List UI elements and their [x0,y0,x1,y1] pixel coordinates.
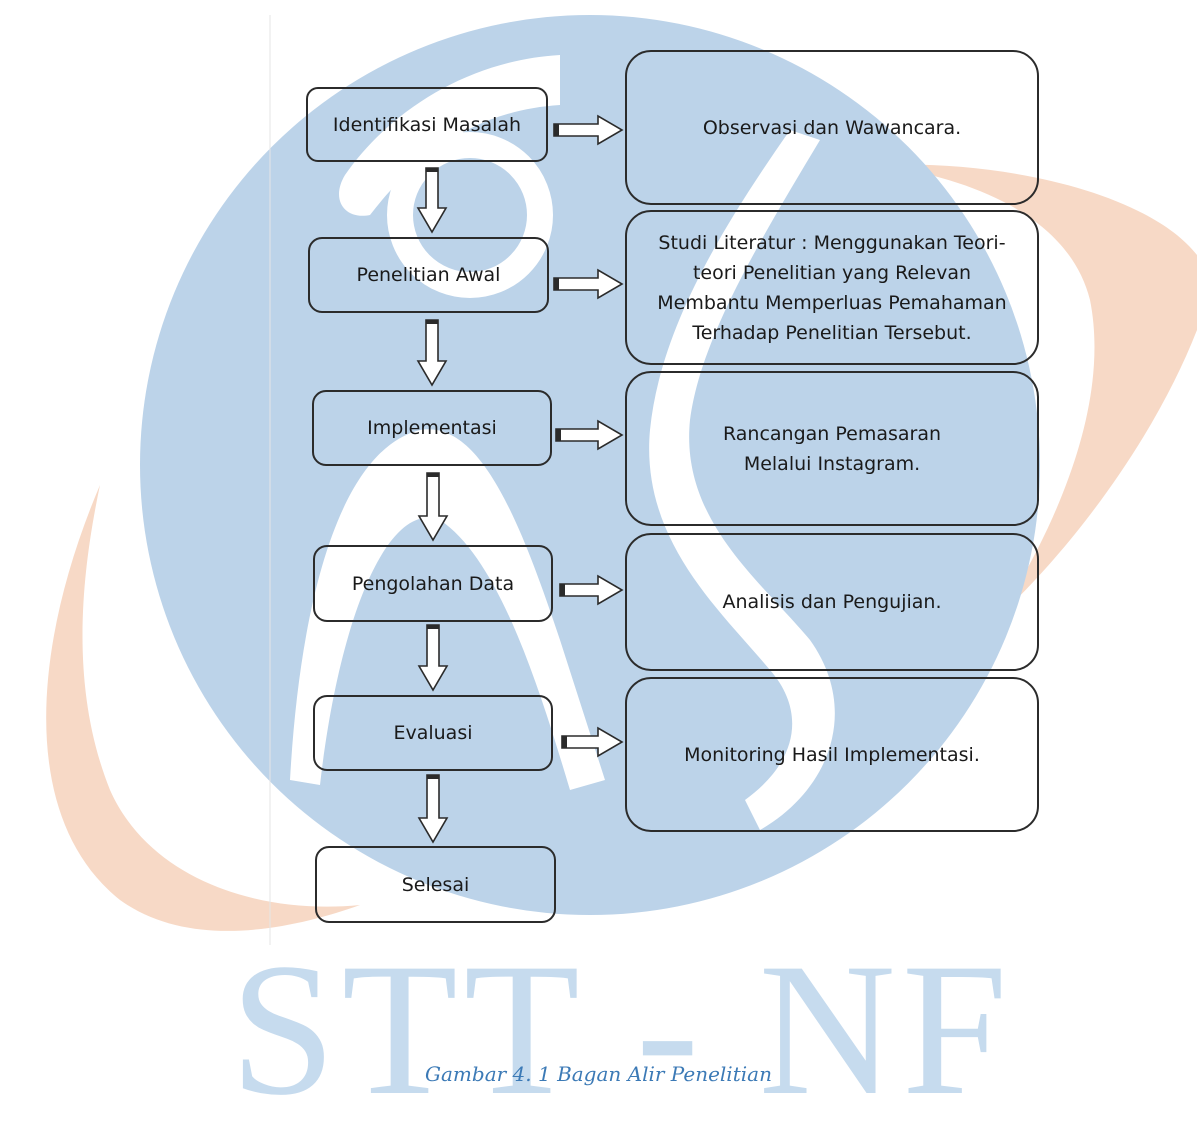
right-arrow-5 [561,726,624,758]
right-arrow-1 [553,114,624,146]
right-arrow-4 [559,574,624,606]
detail-line: Membantu Memperluas Pemahaman [657,291,1007,314]
watermark-logo [46,15,1197,945]
step-box-pengolahan-data: Pengolahan Data [313,545,553,622]
down-arrow-1 [416,167,448,234]
detail-line: Monitoring Hasil Implementasi. [684,743,980,766]
watermark-ring [387,132,553,298]
watermark-text: STT - NF [230,925,1014,1135]
detail-text: Monitoring Hasil Implementasi. [684,740,980,770]
watermark-orange-arc-right [880,164,1197,615]
step-box-evaluasi: Evaluasi [313,695,553,771]
detail-box-rancangan: Rancangan Pemasaran Melalui Instagram. [625,371,1039,526]
detail-text: Analisis dan Pengujian. [722,587,941,617]
detail-line: Studi Literatur : Menggunakan Teori- [658,231,1006,254]
detail-text: Observasi dan Wawancara. [703,113,961,143]
down-arrow-3 [417,472,449,542]
step-label: Selesai [401,873,470,896]
right-arrow-3 [555,419,624,451]
flow-arrows [416,114,624,844]
step-label: Penelitian Awal [356,264,501,286]
detail-line: Rancangan Pemasaran [722,422,942,445]
figure-caption: Gambar 4. 1 Bagan Alir Penelitian [425,1062,772,1086]
detail-box-analisis: Analisis dan Pengujian. [625,533,1039,671]
watermark-white-s [649,130,835,830]
flowchart-canvas: STT - NF Identifikasi Masalah Penelitian… [46,15,1197,1135]
step-label: Pengolahan Data [351,572,515,595]
detail-box-monitoring: Monitoring Hasil Implementasi. [625,677,1039,832]
step-box-penelitian-awal: Penelitian Awal [308,237,549,313]
detail-box-observasi: Observasi dan Wawancara. [625,50,1039,205]
step-box-selesai: Selesai [315,846,556,923]
watermark-orange-arc [46,485,360,931]
detail-box-studi-literatur: Studi Literatur : Menggunakan Teori- teo… [625,210,1039,365]
detail-line: Analisis dan Pengujian. [722,591,942,613]
detail-text: Rancangan Pemasaran Melalui Instagram. [723,419,941,479]
down-arrow-4 [417,624,449,692]
step-label: Implementasi [367,417,497,439]
step-label: Evaluasi [393,722,473,744]
detail-text: Studi Literatur : Menggunakan Teori- teo… [657,228,1006,348]
right-arrow-2 [553,268,624,300]
step-label: Identifikasi Masalah [332,113,522,136]
down-arrow-5 [417,774,449,844]
detail-line: Melalui Instagram. [743,452,921,475]
step-box-implementasi: Implementasi [312,390,552,466]
down-arrow-2 [416,319,448,387]
detail-line: Terhadap Penelitian Tersebut. [692,321,972,344]
watermark-white-a [290,429,605,790]
detail-line: teori Penelitian yang Relevan [692,261,972,284]
step-box-identifikasi: Identifikasi Masalah [306,87,548,162]
detail-line: Observasi dan Wawancara. [702,116,962,139]
